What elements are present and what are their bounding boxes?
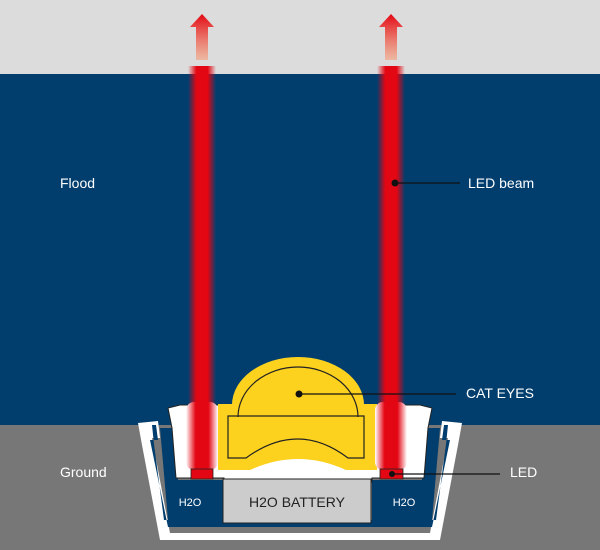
cat-eyes-label: CAT EYES xyxy=(466,385,534,401)
led-beam-left xyxy=(188,66,216,416)
water-channel-inner xyxy=(160,428,440,520)
up-arrow-icon xyxy=(379,14,403,60)
cat-eyes-dot xyxy=(295,390,303,398)
left-arrow-icon xyxy=(382,488,420,514)
flood-label: Flood xyxy=(60,175,95,191)
led-left xyxy=(190,468,214,480)
h2o-battery xyxy=(222,478,372,524)
led-beam-right xyxy=(377,66,405,416)
cat-eyes xyxy=(218,357,377,470)
led-lens-right xyxy=(375,402,407,470)
right-arrow-icon xyxy=(176,488,214,514)
led-beam-dot xyxy=(391,179,399,187)
sky-area xyxy=(0,0,600,74)
led-dot xyxy=(389,471,395,477)
h2o-right-label: H2O xyxy=(393,497,416,509)
up-arrow-icon xyxy=(190,14,214,60)
led-label: LED xyxy=(510,464,537,480)
battery-label: H2O BATTERY xyxy=(249,494,346,510)
h2o-left-label: H2O xyxy=(179,497,202,509)
led-beam-label: LED beam xyxy=(468,175,534,191)
led-lens-left xyxy=(186,402,218,470)
ground-label: Ground xyxy=(60,464,107,480)
